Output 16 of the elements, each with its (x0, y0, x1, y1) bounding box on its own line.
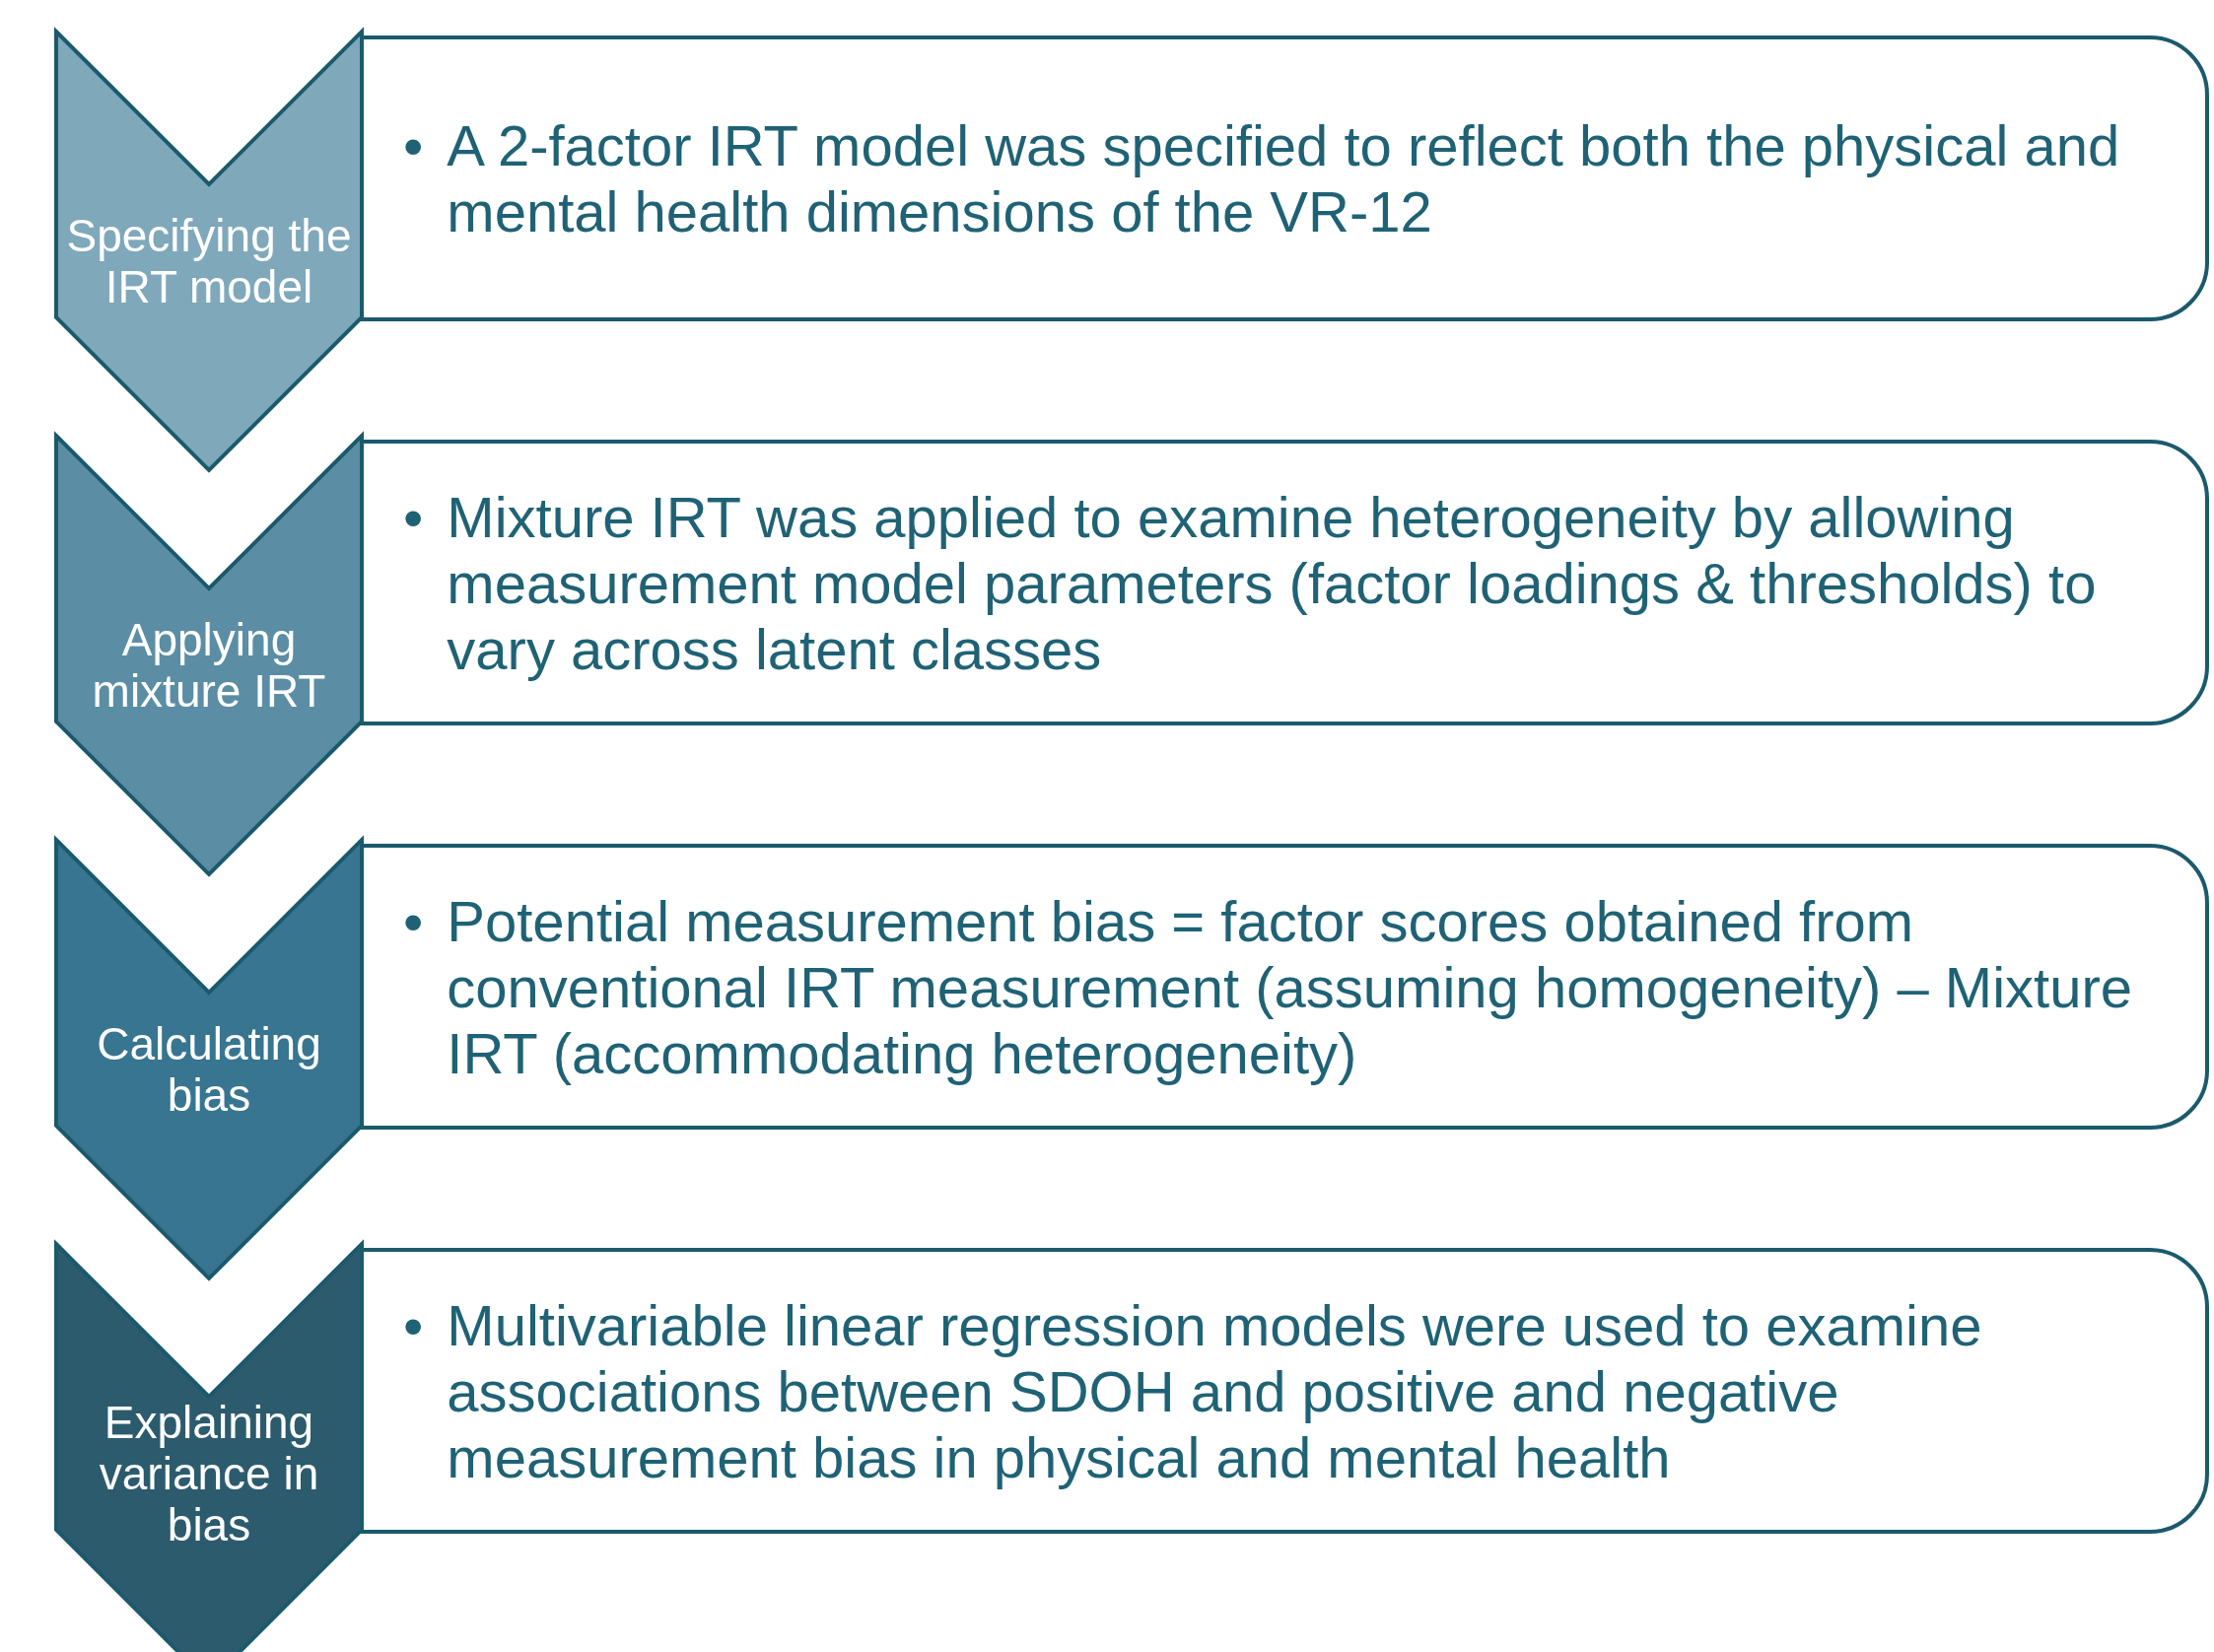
step-title: Specifying the IRT model (65, 209, 353, 312)
bullet-text: Multivariable linear regression models were used to examine associations between SDOH and positive and negative measurement bias in physical and mental health (447, 1291, 1983, 1490)
bullet-marker: • (403, 887, 424, 954)
description-panel (360, 440, 2209, 725)
bullet-marker: • (403, 483, 424, 550)
bullet-marker: • (403, 112, 424, 178)
description-panel (360, 1248, 2209, 1534)
bullet-marker: • (403, 1291, 424, 1358)
step-title: Explaining variance in bias (98, 1396, 320, 1550)
bullet-text: Potential measurement bias = factor scores obtained from conventional IRT measurement (assuming homogeneity) – Mixture IRT (accommodating heterogeneity) (447, 887, 2133, 1086)
step-title: Applying mixture IRT (91, 613, 327, 717)
bullet-text: A 2-factor IRT model was specified to reflect both the physical and mental health dimensions of the VR-12 (447, 112, 2121, 244)
step-title: Calculating bias (96, 1017, 322, 1121)
bullet-text: Mixture IRT was applied to examine heterogeneity by allowing measurement model parameters (factor loadings & thresholds) to vary across latent classes (447, 483, 2098, 682)
description-panel (360, 844, 2209, 1130)
description-panel (360, 35, 2209, 321)
